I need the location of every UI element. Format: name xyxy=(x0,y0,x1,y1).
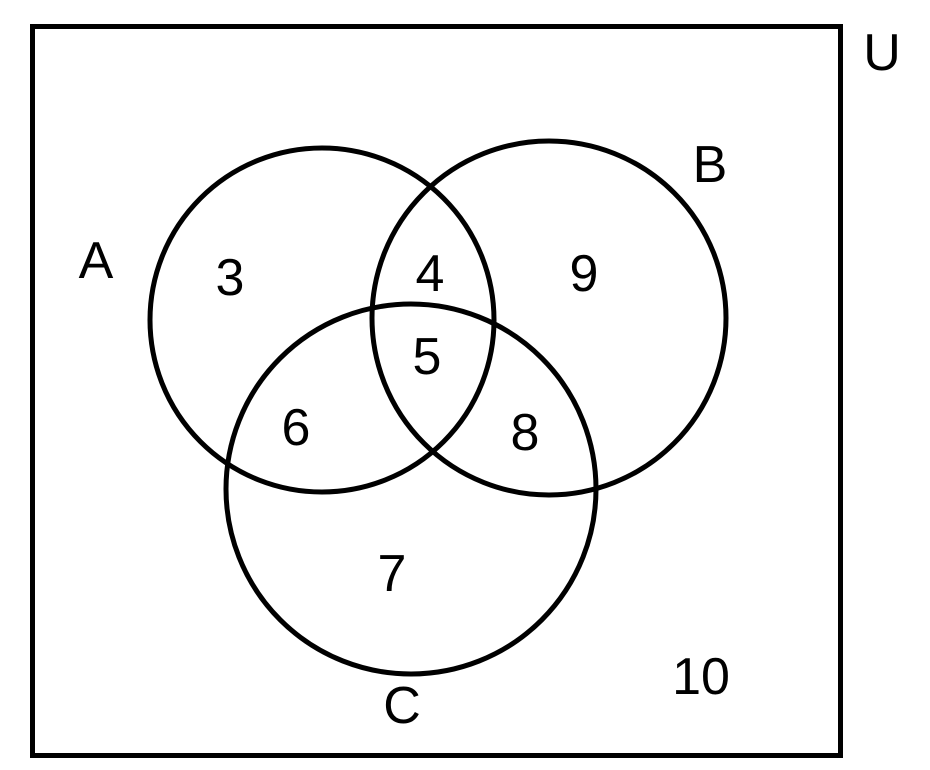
region-value-c-only: 7 xyxy=(377,545,407,603)
region-value-a-and-c: 6 xyxy=(281,399,311,457)
circle-b xyxy=(369,138,729,498)
set-label-c: C xyxy=(383,677,421,735)
region-value-outside-sets: 10 xyxy=(672,648,730,706)
region-value-a-and-b: 4 xyxy=(415,245,445,303)
universe-label: U xyxy=(863,24,901,82)
set-label-b: B xyxy=(692,136,728,194)
region-value-a-and-b-and-c: 5 xyxy=(412,328,442,386)
region-value-b-and-c: 8 xyxy=(510,404,540,462)
universe-rectangle xyxy=(30,24,843,758)
region-value-a-only: 3 xyxy=(215,249,245,307)
region-value-b-only: 9 xyxy=(569,245,599,303)
set-label-a: A xyxy=(78,232,114,290)
circle-c xyxy=(223,301,599,677)
circle-a xyxy=(147,145,497,495)
